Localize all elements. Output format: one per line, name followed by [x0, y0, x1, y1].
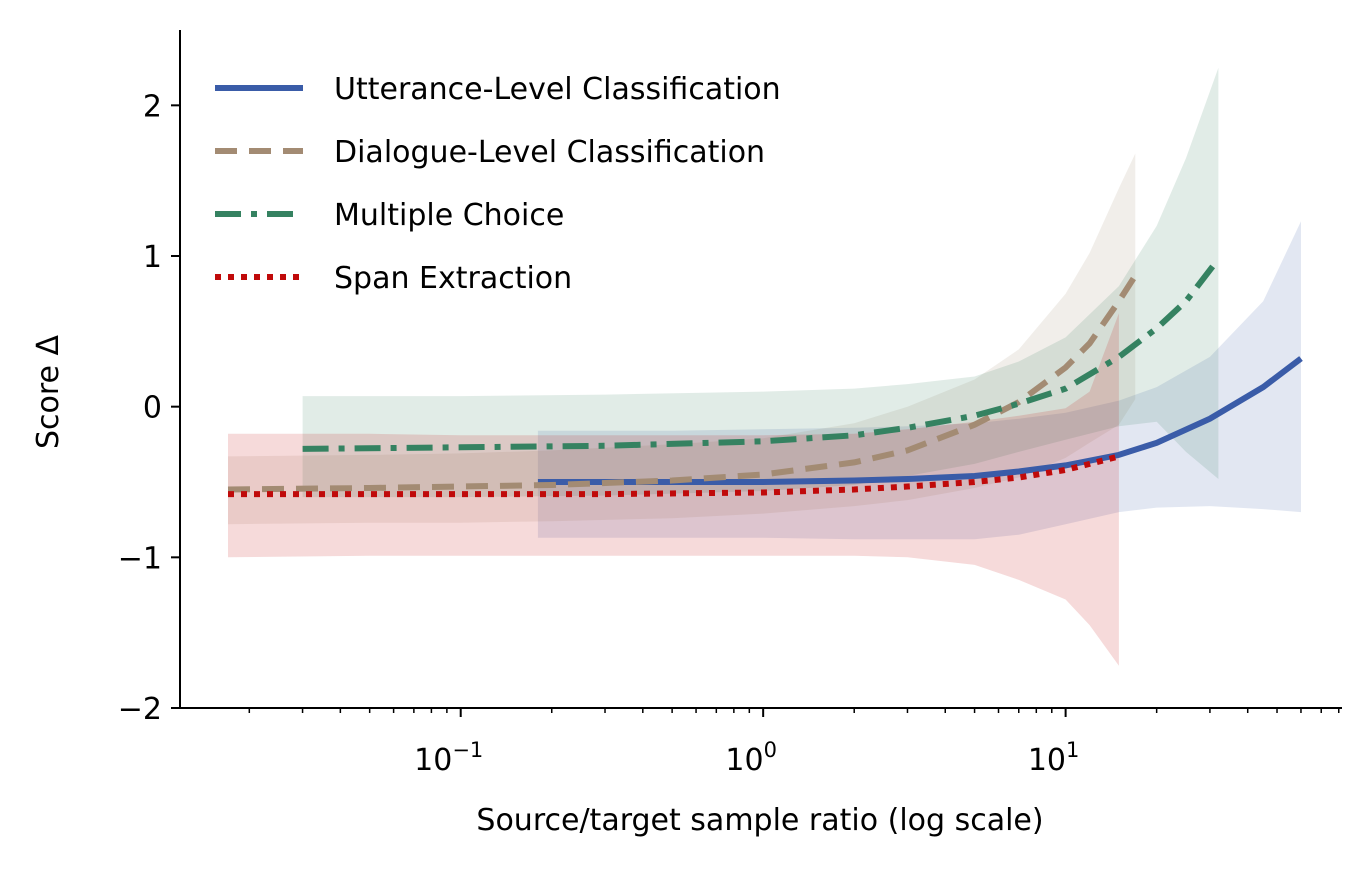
y-tick-label: −1: [118, 541, 162, 576]
legend-label-1: Utterance-Level Classification: [334, 72, 781, 107]
band-series-2: [228, 153, 1136, 525]
x-tick-label: 101: [1028, 738, 1080, 778]
y-axis-label: Score Δ: [31, 334, 66, 449]
y-tick-label: −2: [118, 692, 162, 727]
line-series-2: [227, 273, 1138, 493]
band-series-3: [302, 67, 1219, 498]
x-tick-label: 100: [725, 738, 777, 778]
y-tick-label: 2: [143, 89, 162, 124]
series-lines: [227, 257, 1303, 498]
axes: −2 −1 0 1 2 10−1 100 101: [118, 30, 1342, 778]
y-tick-label: 0: [143, 391, 162, 426]
legend-label-4: Span Extraction: [334, 261, 572, 296]
legend-label-3: Multiple Choice: [334, 198, 564, 233]
line-series-4: [228, 453, 1120, 498]
legend: Utterance-Level ClassificationDialogue-L…: [215, 72, 781, 296]
y-tick-label: 1: [143, 240, 162, 275]
x-tick-label: 10−1: [414, 738, 483, 778]
band-series-4: [228, 313, 1119, 666]
x-axis-label: Source/target sample ratio (log scale): [476, 803, 1043, 838]
legend-label-2: Dialogue-Level Classification: [334, 135, 765, 170]
